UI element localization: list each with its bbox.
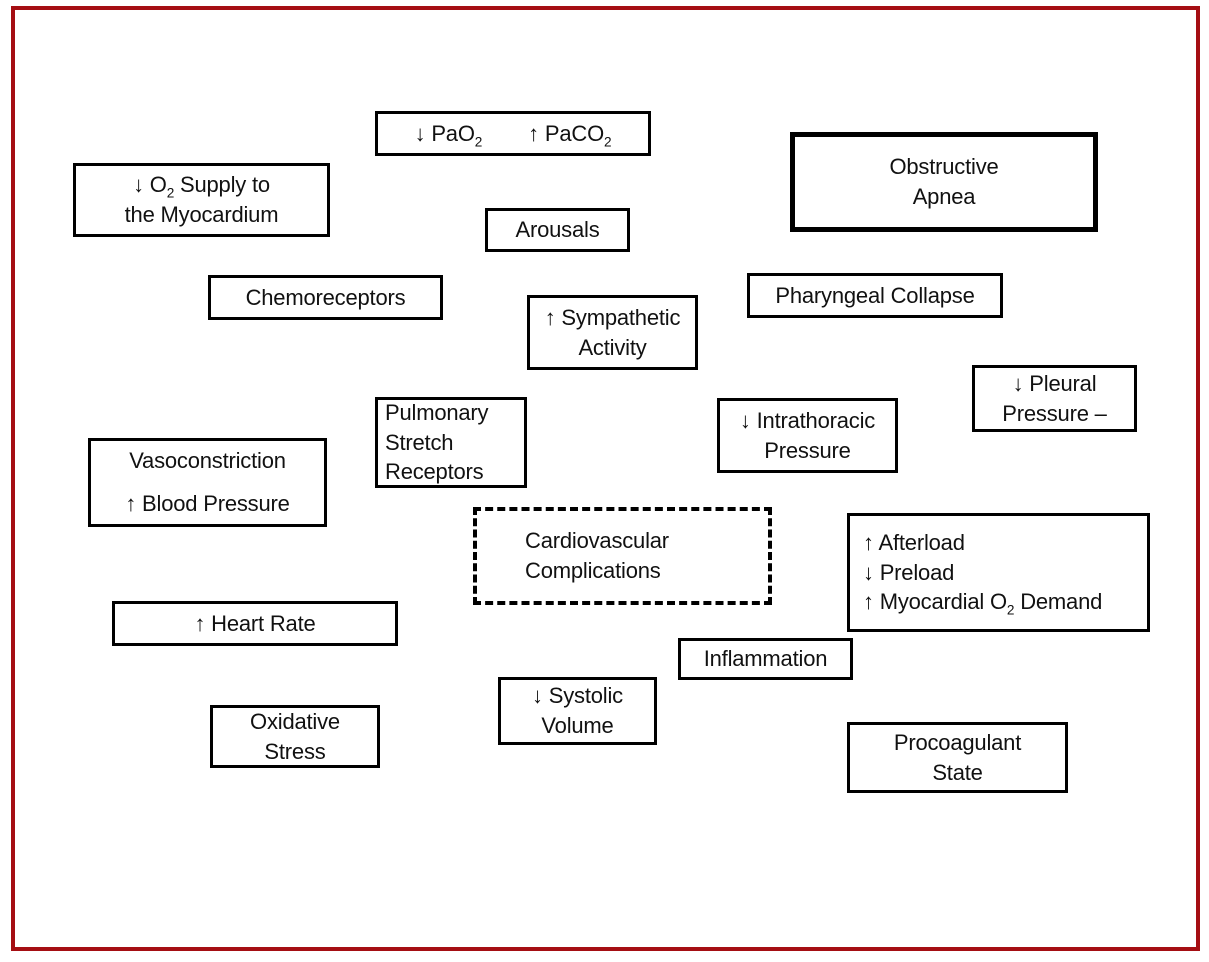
text-line: ↓ Intrathoracic <box>739 407 876 433</box>
text-line: Stretch <box>385 429 454 455</box>
text-line: ↓ Systolic <box>532 683 623 709</box>
text-line: Inflammation <box>703 646 828 672</box>
text-line: ↑ Sympathetic <box>544 304 681 330</box>
text-line: Procoagulant <box>893 729 1022 755</box>
text-line: Arousals <box>515 217 600 243</box>
text-line: Pulmonary <box>385 399 489 425</box>
text-line: Pressure – <box>1002 400 1107 426</box>
text-line: ↓ Preload <box>863 559 955 585</box>
text-line: Oxidative <box>250 708 340 734</box>
box-arousals: Arousals <box>485 208 630 252</box>
box-pharyngeal-collapse: Pharyngeal Collapse <box>747 273 1003 318</box>
box-inflammation: Inflammation <box>678 638 853 680</box>
text-line: Obstructive <box>889 154 999 180</box>
text-line: Activity <box>578 334 647 360</box>
text-line: ↑ Myocardial O2 Demand <box>863 589 1103 618</box>
text-line: ↓ O2 Supply to <box>133 172 270 201</box>
text-line: ↑ Blood Pressure <box>125 491 290 516</box>
text-line: Apnea <box>912 184 976 209</box>
text-line: Pharyngeal Collapse <box>775 282 975 308</box>
box-vasoconstriction-blood-pressure: Vasoconstriction ↑ Blood Pressure <box>88 438 327 527</box>
text-line: State <box>932 759 983 785</box>
text-line: Pressure <box>764 437 851 463</box>
box-pao2-paco2: ↓ PaO2↑ PaCO2 <box>375 111 651 156</box>
text-line: ↑ Afterload <box>863 529 965 555</box>
text-line: ↓ Pleural <box>1012 370 1097 396</box>
text-line: Vasoconstriction <box>129 448 286 474</box>
text-line: Complications <box>525 558 661 583</box>
box-afterload-preload-demand: ↑ Afterload ↓ Preload ↑ Myocardial O2 Dema… <box>847 513 1150 632</box>
text-line: ↓ PaO2↑ PaCO2 <box>414 120 612 149</box>
text-line: Stress <box>264 738 326 764</box>
text-line: Cardiovascular <box>525 528 669 554</box>
text-line: ↑ Heart Rate <box>194 610 316 636</box>
box-heart-rate: ↑ Heart Rate <box>112 601 398 646</box>
text-line: Volume <box>541 713 614 738</box>
text-line: Chemoreceptors <box>245 284 406 310</box>
box-chemoreceptors: Chemoreceptors <box>208 275 443 320</box>
text-line: the Myocardium <box>124 202 279 227</box>
text-line: Receptors <box>385 459 484 485</box>
